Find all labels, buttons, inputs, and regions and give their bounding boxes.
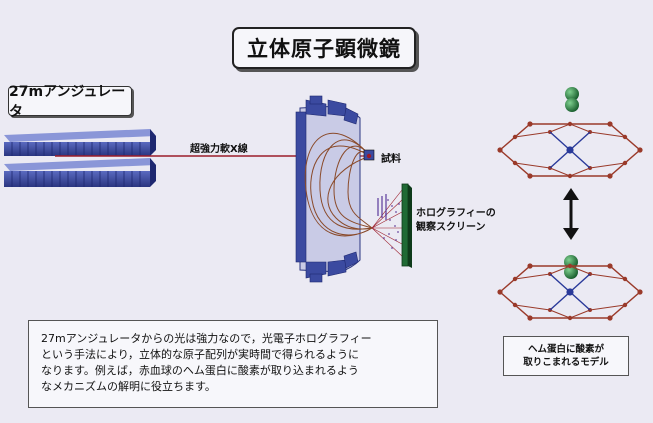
description-box: 27mアンジュレータからの光は強力なので，光電子ホログラフィー という手法により… [28,320,438,408]
heme-caption-line-1: ヘム蛋白に酸素が [527,344,604,355]
analyzer-hemisphere [295,95,373,283]
page-title: 立体原子顕微鏡 [232,27,416,69]
heme-model-top [497,121,643,179]
sample-marker [363,149,375,161]
double-arrow [563,188,579,240]
heme-caption-line-2: 取りこまれるモデル [523,357,609,368]
caption-line-3: なります。例えば，赤血球のヘム蛋白に酸素が取り込まれるよう [41,364,359,377]
oxygen-molecule-top [565,87,579,112]
undulator-upper [4,129,156,156]
grid-electrodes [377,194,387,220]
beam-label: 超強力軟X線 [190,144,248,155]
heme-model-bottom [497,263,643,321]
undulator-label: 27mアンジュレータ [8,84,132,120]
hologram-dots [383,199,400,249]
emission-fan [371,189,403,257]
screen-label-line-1: ホログラフィーの [416,208,496,219]
screen-label: ホログラフィーの 観察スクリーン [416,207,496,235]
heme-model-caption: ヘム蛋白に酸素が 取りこまれるモデル [503,336,629,376]
caption-line-4: なメカニズムの解明に役立ちます。 [41,380,216,393]
caption-line-2: という手法により，立体的な原子配列が実時間で得られるように [41,348,360,361]
screen-label-line-2: 観察スクリーン [416,222,486,233]
sample-label: 試料 [381,154,401,165]
undulator-lower [4,158,156,187]
observation-screen [401,183,412,268]
caption-line-1: 27mアンジュレータからの光は強力なので，光電子ホログラフィー [41,332,372,345]
